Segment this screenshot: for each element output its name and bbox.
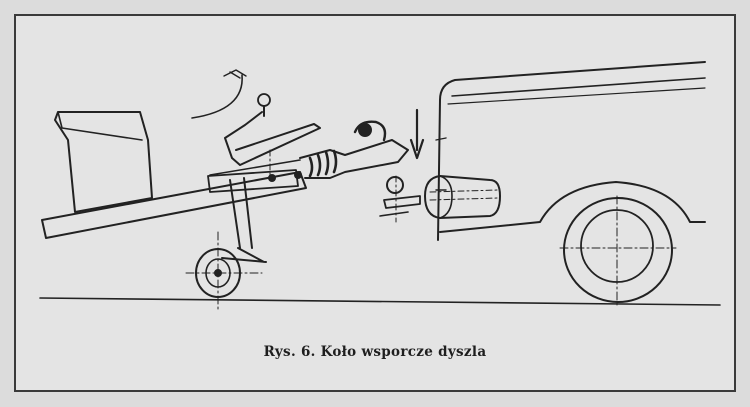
rear-bumper (424, 175, 501, 219)
tow-ball-assembly (379, 108, 425, 223)
hitch-hook (353, 120, 387, 142)
car-body (437, 61, 706, 241)
bellows (308, 149, 338, 178)
trailer-box (54, 111, 153, 213)
down-arrow (409, 108, 425, 160)
rotation-arrow (191, 74, 243, 119)
ground-line (39, 297, 721, 306)
car-wheel (559, 195, 677, 307)
car-rear (424, 61, 706, 307)
support-leg (221, 177, 267, 263)
figure-caption: Rys. 6. Koło wsporcze dyszla (263, 344, 487, 360)
trailer (41, 69, 409, 311)
coupling-housing (299, 139, 409, 179)
crank-lever (224, 111, 321, 166)
trailer-drawbar (41, 171, 307, 239)
